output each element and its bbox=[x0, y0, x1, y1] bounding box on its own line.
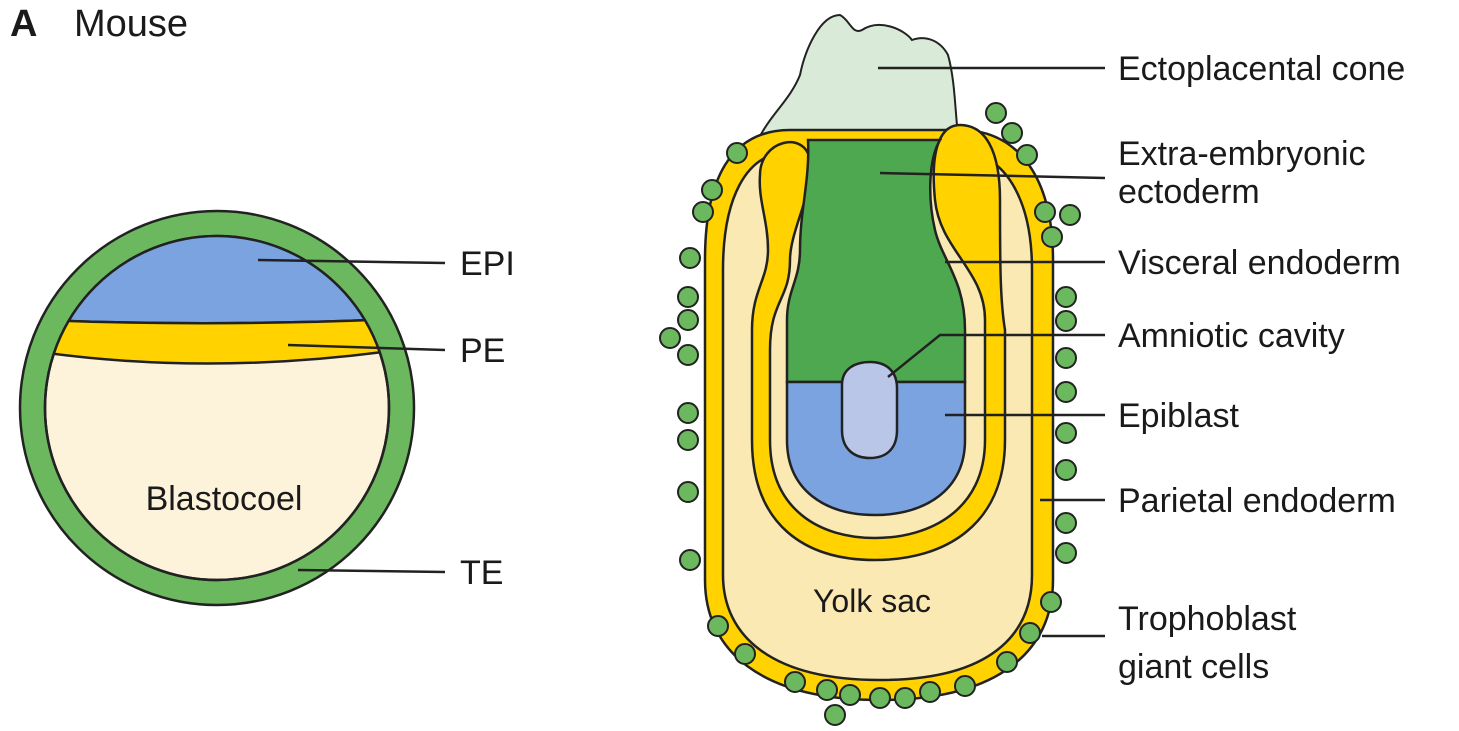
giant-cell bbox=[680, 550, 700, 570]
extraembryonic-ectoderm-label-line1: Extra-embryonic bbox=[1118, 135, 1366, 173]
giant-cell bbox=[1056, 382, 1076, 402]
giant-cell bbox=[727, 143, 747, 163]
epi-label: EPI bbox=[460, 245, 515, 283]
giant-cell bbox=[840, 685, 860, 705]
blastocyst: EPI PE TE Blastocoel bbox=[0, 150, 515, 605]
giant-cell bbox=[1042, 227, 1062, 247]
giant-cell bbox=[1056, 543, 1076, 563]
trophoblast-label-line1: Trophoblast bbox=[1118, 600, 1297, 638]
giant-cell bbox=[693, 202, 713, 222]
visceral-endoderm-label: Visceral endoderm bbox=[1118, 244, 1401, 282]
giant-cell bbox=[1017, 145, 1037, 165]
giant-cell bbox=[1041, 592, 1061, 612]
giant-cell bbox=[895, 688, 915, 708]
giant-cell bbox=[785, 672, 805, 692]
giant-cell bbox=[1020, 623, 1040, 643]
giant-cell bbox=[678, 482, 698, 502]
extraembryonic-ectoderm-label-line2: ectoderm bbox=[1118, 173, 1260, 211]
amniotic-cavity-label: Amniotic cavity bbox=[1118, 317, 1345, 355]
yolk-sac-label: Yolk sac bbox=[813, 583, 931, 619]
giant-cell bbox=[678, 287, 698, 307]
trophoblast-label-line2: giant cells bbox=[1118, 648, 1269, 686]
panel-letter: A bbox=[10, 3, 37, 45]
giant-cell bbox=[955, 676, 975, 696]
epiblast-label: Epiblast bbox=[1118, 397, 1240, 435]
giant-cell bbox=[817, 680, 837, 700]
ectoplacental-cone bbox=[758, 15, 958, 140]
pe-label: PE bbox=[460, 332, 505, 370]
giant-cell bbox=[1056, 348, 1076, 368]
giant-cell bbox=[678, 310, 698, 330]
giant-cell bbox=[1056, 423, 1076, 443]
giant-cell bbox=[1056, 287, 1076, 307]
giant-cell bbox=[660, 328, 680, 348]
giant-cell bbox=[1056, 460, 1076, 480]
giant-cell bbox=[986, 103, 1006, 123]
giant-cell bbox=[1060, 205, 1080, 225]
giant-cell bbox=[920, 682, 940, 702]
blastocoel-label: Blastocoel bbox=[146, 480, 303, 518]
giant-cell bbox=[678, 403, 698, 423]
giant-cell bbox=[825, 705, 845, 725]
parietal-endoderm-label: Parietal endoderm bbox=[1118, 482, 1396, 520]
panel-title: Mouse bbox=[74, 3, 188, 45]
giant-cell bbox=[1056, 513, 1076, 533]
giant-cell bbox=[708, 616, 728, 636]
giant-cell bbox=[735, 644, 755, 664]
giant-cell bbox=[678, 430, 698, 450]
egg-cylinder: Ectoplacental cone Extra-embryonic ectod… bbox=[660, 15, 1405, 725]
giant-cell bbox=[1002, 123, 1022, 143]
giant-cell bbox=[997, 652, 1017, 672]
giant-cell bbox=[1035, 202, 1055, 222]
ectoplacental-cone-label: Ectoplacental cone bbox=[1118, 50, 1405, 88]
te-label: TE bbox=[460, 554, 503, 592]
giant-cell bbox=[678, 345, 698, 365]
giant-cell bbox=[702, 180, 722, 200]
giant-cell bbox=[680, 248, 700, 268]
giant-cell bbox=[870, 688, 890, 708]
giant-cell bbox=[1056, 311, 1076, 331]
